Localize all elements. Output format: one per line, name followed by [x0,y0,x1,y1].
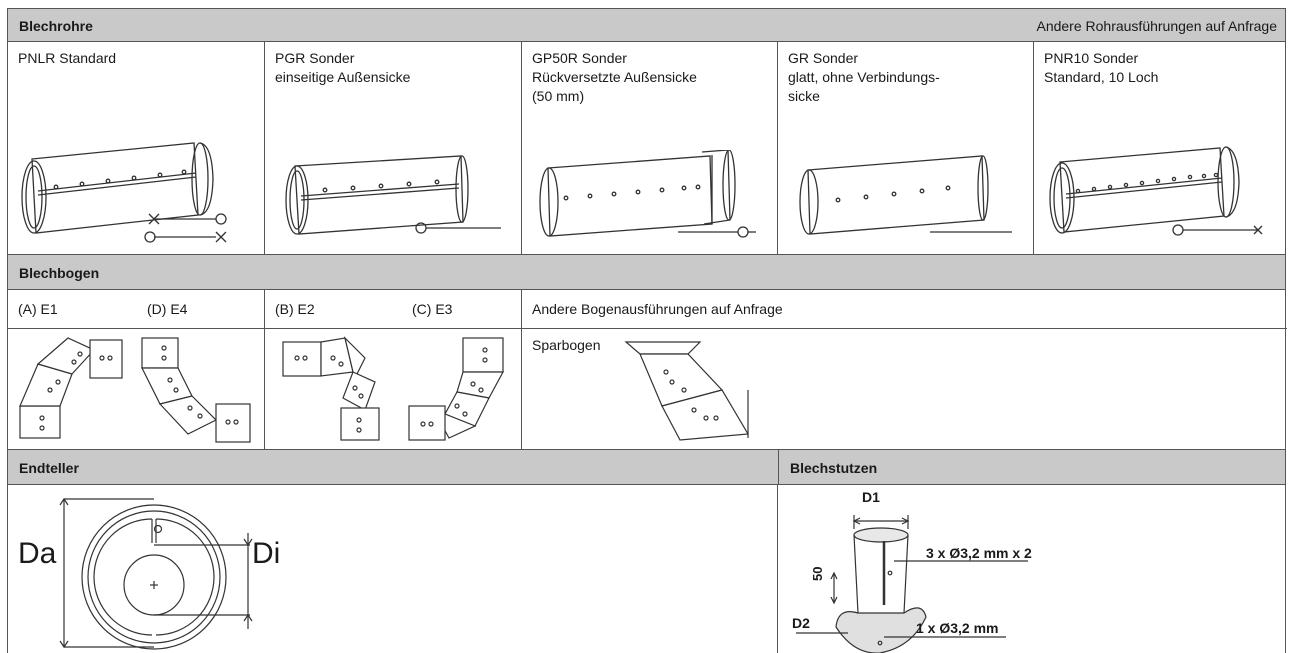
elbow-group-b-c: (B) E2 (C) E3 [265,290,522,449]
section-header-blechrohre: Blechrohre Andere Rohrausführungen auf A… [8,9,1285,42]
sparbogen-drawing [624,341,750,441]
section-title-blechstutzen: Blechstutzen [790,460,878,476]
pipe-item-gr: GR Sonder glatt, ohne Verbindungs- sicke [778,42,1034,254]
pipe-description: Rückversetzte Außensicke [532,69,697,85]
pipe-description-extra: (50 mm) [532,88,585,104]
pipe-description-extra: sicke [788,88,820,104]
divider [265,328,521,329]
pipe-description: glatt, ohne Verbindungs- [788,69,940,85]
pipe-row: PNLR Standard [8,42,1285,255]
pipe-item-label: PNR10 Sonder Standard, 10 Loch [1044,49,1158,87]
pipe-item-gp50r: GP50R Sonder Rückversetzte Außensicke (5… [522,42,778,254]
pipe-drawing-pnlr [21,142,227,243]
elbow-drawing-e3 [408,337,505,441]
pipe-name: PGR Sonder [275,50,355,66]
da-label: Da [18,537,57,570]
elbow-group-a-d: (A) E1 (D) E4 [8,290,265,449]
section-header-bottom: Endteller Blechstutzen [8,450,1285,485]
elbow-drawing-e1 [19,337,123,439]
elbow-row: (A) E1 (D) E4 [8,290,1287,450]
divider [522,328,1287,329]
pipe-name: GR Sonder [788,50,859,66]
sparbogen-label: Sparbogen [532,337,601,353]
pipe-item-pnr10: PNR10 Sonder Standard, 10 Loch [1034,42,1287,254]
endteller-cell: Da Di [8,485,778,653]
pipe-item-pgr: PGR Sonder einseitige Außensicke [265,42,522,254]
pipe-description: Standard, 10 Loch [1044,69,1159,85]
holes-top-label: 3 x Ø3,2 mm x 2 [926,545,1032,561]
pipe-item-label: GR Sonder glatt, ohne Verbindungs- sicke [788,49,940,106]
pipe-drawing-gr [799,155,1012,235]
pipe-description: einseitige Außensicke [275,69,411,85]
blechstutzen-drawing [796,515,1028,653]
pipe-item-label: PGR Sonder einseitige Außensicke [275,49,410,87]
section-title-blechrohre: Blechrohre [19,18,93,34]
di-label: Di [252,537,281,570]
section-header-blechbogen: Blechbogen [8,255,1285,290]
section-note-blechrohre: Andere Rohrausführungen auf Anfrage [1036,18,1277,34]
pipe-item-label: PNLR Standard [18,49,116,68]
pipe-name: PNR10 Sonder [1044,50,1139,66]
blechstutzen-cell: D1 D2 50 3 x Ø3,2 mm x 2 1 x Ø3,2 mm [778,485,1287,653]
pipe-name: PNLR Standard [18,50,117,66]
pipe-drawing-pgr [285,155,501,235]
pipe-drawing-pnr10 [1049,146,1263,236]
holes-bottom-label: 1 x Ø3,2 mm [916,620,999,636]
pipe-item-pnlr: PNLR Standard [8,42,265,254]
divider [8,328,264,329]
pipe-item-label: GP50R Sonder Rückversetzte Außensicke (5… [532,49,697,106]
elbow-label-b: (B) E2 [275,301,315,317]
elbow-note: Andere Bogenausführungen auf Anfrage [532,301,783,317]
d2-label: D2 [792,615,810,631]
d1-label: D1 [862,489,880,505]
divider [778,450,779,484]
elbow-other: Andere Bogenausführungen auf Anfrage Spa… [522,290,1287,449]
elbow-label-d: (D) E4 [147,301,188,317]
elbow-drawing-e4 [141,337,251,443]
elbow-label-c: (C) E3 [412,301,453,317]
section-title-endteller: Endteller [19,460,79,476]
endteller-drawing [59,497,253,650]
elbow-label-a: (A) E1 [18,301,58,317]
bottom-row: Da Di [8,485,1285,653]
elbow-drawing-e2 [282,336,380,441]
height-label: 50 [810,566,825,581]
pipe-drawing-gp50r [539,150,756,238]
pipe-name: GP50R Sonder [532,50,627,66]
product-table: Blechrohre Andere Rohrausführungen auf A… [7,8,1287,653]
section-title-blechbogen: Blechbogen [19,265,100,281]
